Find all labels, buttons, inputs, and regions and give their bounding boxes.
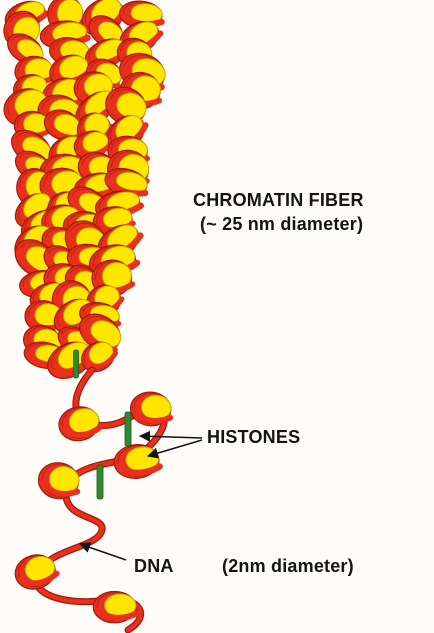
- histones-label: HISTONES: [207, 427, 300, 448]
- dna-label: DNA: [134, 556, 174, 577]
- linker-histone: [97, 465, 103, 499]
- nucleosome: [113, 443, 161, 480]
- dna-arrow: [80, 544, 126, 560]
- linker-histone: [74, 350, 79, 378]
- chromatin-fiber-diameter: (~ 25 nm diameter): [200, 214, 363, 235]
- nucleosome: [56, 404, 102, 444]
- chromatin-fiber-title: CHROMATIN FIBER: [193, 190, 364, 211]
- chromatin-fiber: [0, 0, 170, 386]
- dna-diameter-label: (2nm diameter): [222, 556, 354, 577]
- histones-arrow-upper: [140, 436, 202, 438]
- nucleosome: [129, 390, 172, 427]
- nucleosome: [36, 460, 82, 502]
- linker-histone: [125, 412, 131, 446]
- nucleosome: [93, 591, 136, 622]
- nucleosome-group: [11, 390, 172, 622]
